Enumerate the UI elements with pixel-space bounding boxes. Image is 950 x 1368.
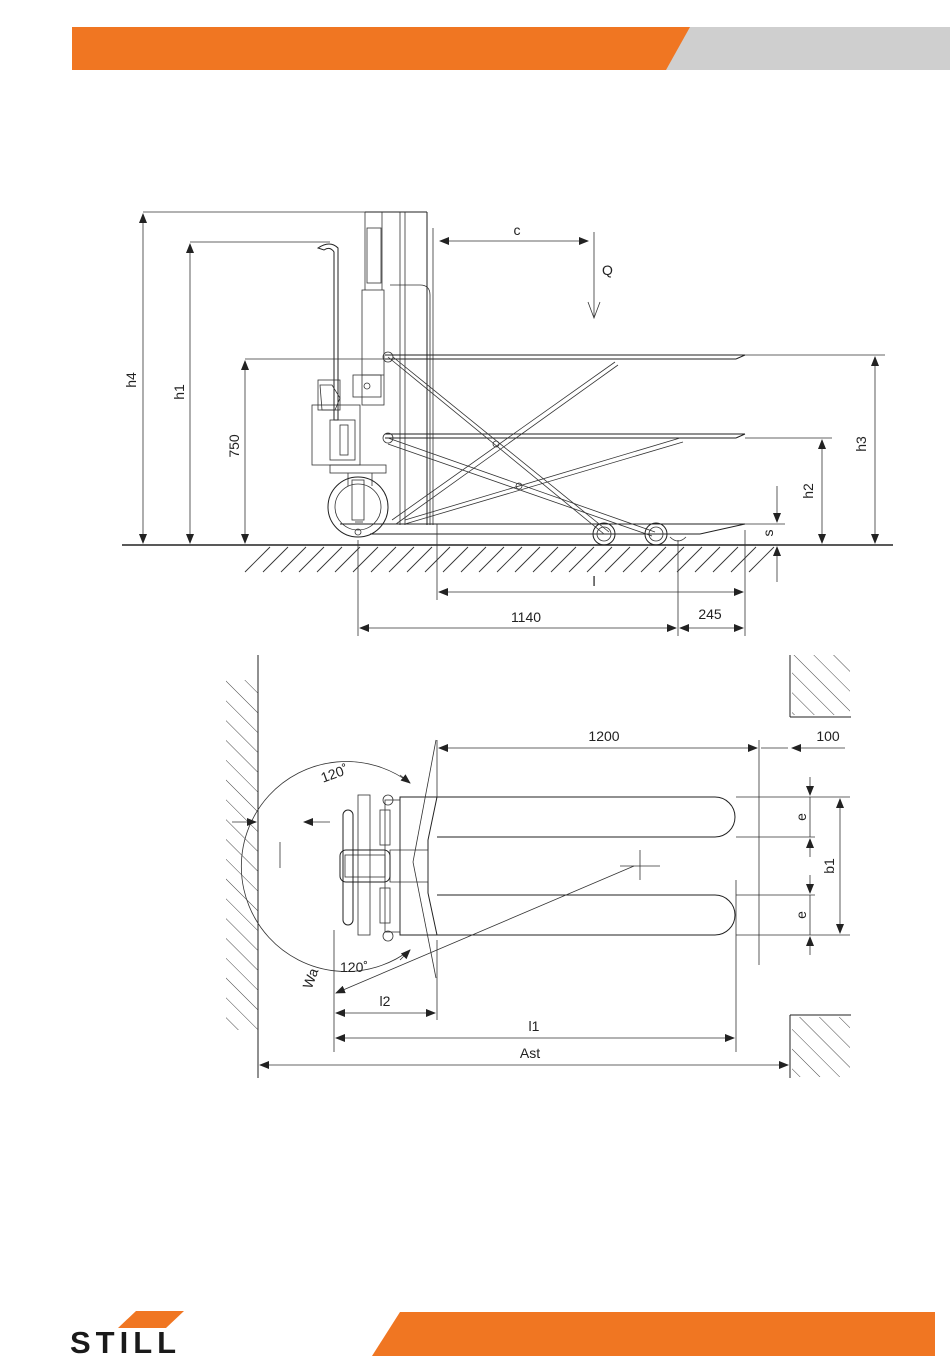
dim-l2: l2	[334, 930, 437, 1052]
dim-100: 100	[761, 728, 845, 748]
label-1200: 1200	[588, 728, 619, 744]
forks-mid-position	[385, 434, 745, 438]
dim-h3: h3	[745, 355, 885, 543]
pump-unit	[312, 380, 386, 486]
label-h1: h1	[171, 384, 187, 400]
label-angle-top: 120˚	[319, 761, 351, 786]
label-750: 750	[226, 434, 242, 458]
dim-c: c	[440, 222, 588, 241]
dim-b1: b1	[821, 799, 840, 933]
label-e-bottom: e	[793, 911, 809, 919]
dim-h1: h1	[171, 242, 330, 543]
label-wa: Wa	[299, 966, 321, 991]
dim-l1: l1	[336, 880, 736, 1052]
dim-h4: h4	[123, 212, 365, 543]
label-angle-bottom: 120˚	[340, 959, 368, 975]
steer-wheel	[328, 477, 388, 537]
label-l1: l1	[529, 1018, 540, 1034]
label-l2: l2	[380, 993, 391, 1009]
scissor-linkage	[383, 352, 683, 536]
dim-245: 245	[680, 606, 743, 628]
fork-bottom	[437, 895, 735, 935]
footer	[118, 1311, 935, 1356]
dim-e-bottom: e	[736, 875, 850, 955]
dim-750: 750	[226, 359, 385, 543]
load-q-arrow: Q	[588, 232, 613, 318]
label-245: 245	[698, 606, 722, 622]
still-logo: STILL	[70, 1327, 181, 1358]
top-view: 120˚ 120˚ Wa 1200 100	[226, 655, 851, 1078]
label-100: 100	[816, 728, 840, 744]
side-view: h4 h1 750 h3 h2 s	[122, 212, 893, 636]
floor-hatching	[245, 547, 774, 572]
label-e-top: e	[793, 813, 809, 821]
label-ast: Ast	[520, 1045, 540, 1061]
dim-e-top: e	[736, 777, 850, 857]
label-l: l	[592, 573, 595, 589]
chassis	[340, 795, 437, 941]
dim-ast: Ast	[260, 1045, 788, 1065]
forks-lowered-position	[340, 524, 745, 534]
dim-h2: h2	[745, 438, 832, 543]
label-s: s	[760, 530, 776, 537]
dim-s: s	[745, 486, 785, 582]
wall-left	[226, 655, 258, 1078]
label-b1: b1	[821, 858, 837, 874]
label-c: c	[514, 222, 521, 238]
footer-orange-band	[372, 1312, 935, 1356]
steering-arc: 120˚ 120˚	[241, 740, 436, 978]
fork-top	[437, 797, 735, 837]
label-q: Q	[602, 262, 613, 278]
label-1140: 1140	[511, 609, 541, 625]
wall-right-top	[790, 655, 851, 717]
wall-right-bottom	[790, 1015, 851, 1078]
label-h4: h4	[123, 372, 139, 388]
label-h2: h2	[800, 483, 816, 499]
label-h3: h3	[853, 436, 869, 452]
forks-top-position	[385, 355, 745, 359]
